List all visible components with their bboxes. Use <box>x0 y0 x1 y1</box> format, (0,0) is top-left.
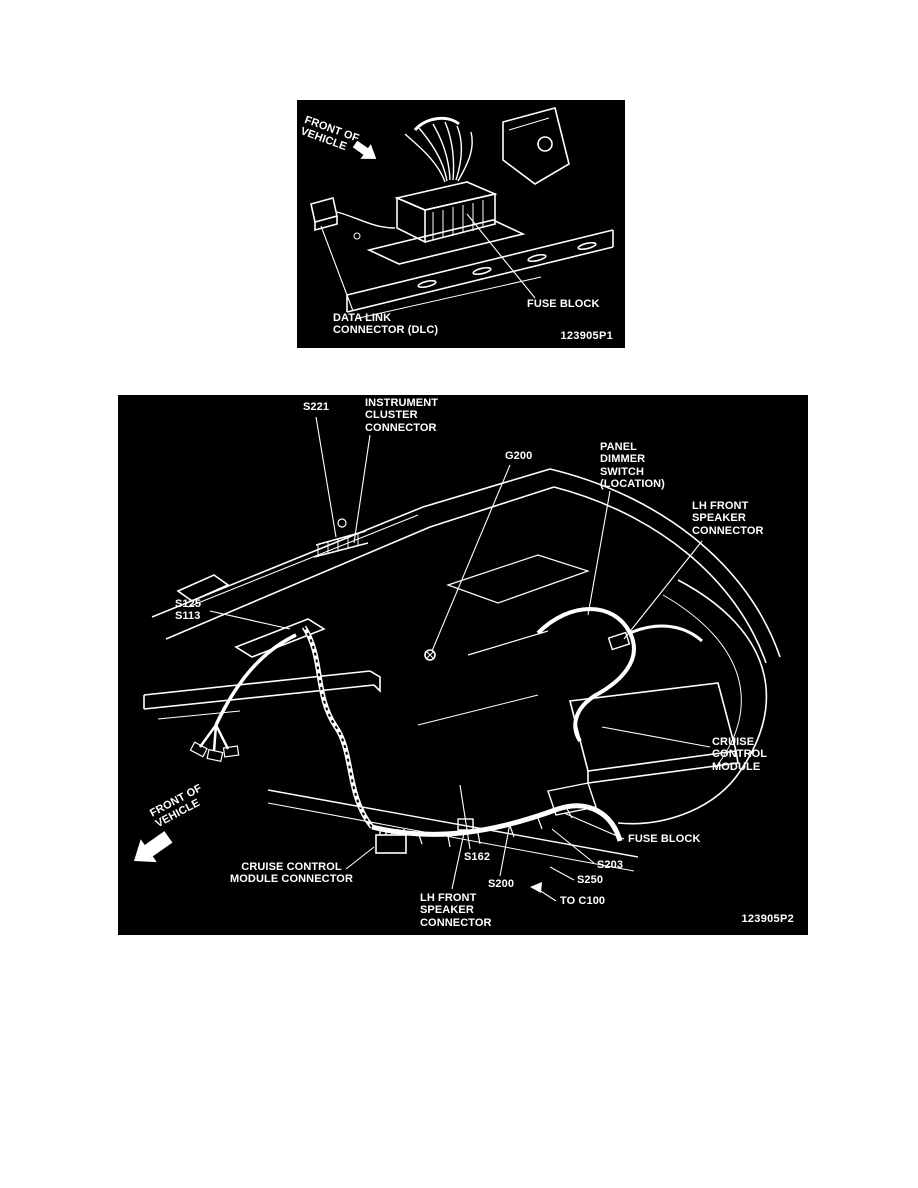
figure-1-leader-lines <box>320 213 536 312</box>
cruise-control-module-label: CRUISE CONTROL MODULE <box>712 736 768 773</box>
to-c100-label: TO C100 <box>560 895 606 907</box>
s250-label: S250 <box>577 874 604 886</box>
figure-1-artwork <box>310 107 614 319</box>
lh-front-speaker-connector-upper-label: LH FRONT SPEAKER CONNECTOR <box>692 500 764 537</box>
figure-1-panel: FRONT OF VEHICLE FUSE BLOCK DATA LINK CO… <box>297 100 625 348</box>
figure-2-artwork <box>134 416 781 902</box>
to-c100-arrowhead-icon <box>530 882 542 893</box>
panel-dimmer-switch-label: PANEL DIMMER SWITCH (LOCATION) <box>600 441 665 490</box>
s221-label: S221 <box>303 401 330 413</box>
s125-s113-label: S125 S113 <box>175 598 202 623</box>
figure-2-leader-lines <box>209 416 711 902</box>
cruise-control-module-connector-label: CRUISE CONTROL MODULE CONNECTOR <box>230 861 354 886</box>
s162-label: S162 <box>464 851 491 863</box>
fuse-block-label: FUSE BLOCK <box>527 298 600 310</box>
front-of-vehicle-arrow-icon <box>134 831 173 863</box>
s203-label: S203 <box>597 859 624 871</box>
figure-2-panel: S221 INSTRUMENT CLUSTER CONNECTOR G200 P… <box>118 395 808 935</box>
fuse-block-label: FUSE BLOCK <box>628 833 701 845</box>
g200-label: G200 <box>505 450 533 462</box>
figure-number: 123905P1 <box>560 330 613 342</box>
figure-number: 123905P2 <box>741 913 794 925</box>
front-of-vehicle-arrow-icon <box>352 140 377 159</box>
s200-label: S200 <box>488 878 515 890</box>
data-link-connector-label: DATA LINK CONNECTOR (DLC) <box>333 312 439 337</box>
instrument-cluster-connector-label: INSTRUMENT CLUSTER CONNECTOR <box>365 397 439 434</box>
lh-front-speaker-connector-lower-label: LH FRONT SPEAKER CONNECTOR <box>420 892 492 929</box>
